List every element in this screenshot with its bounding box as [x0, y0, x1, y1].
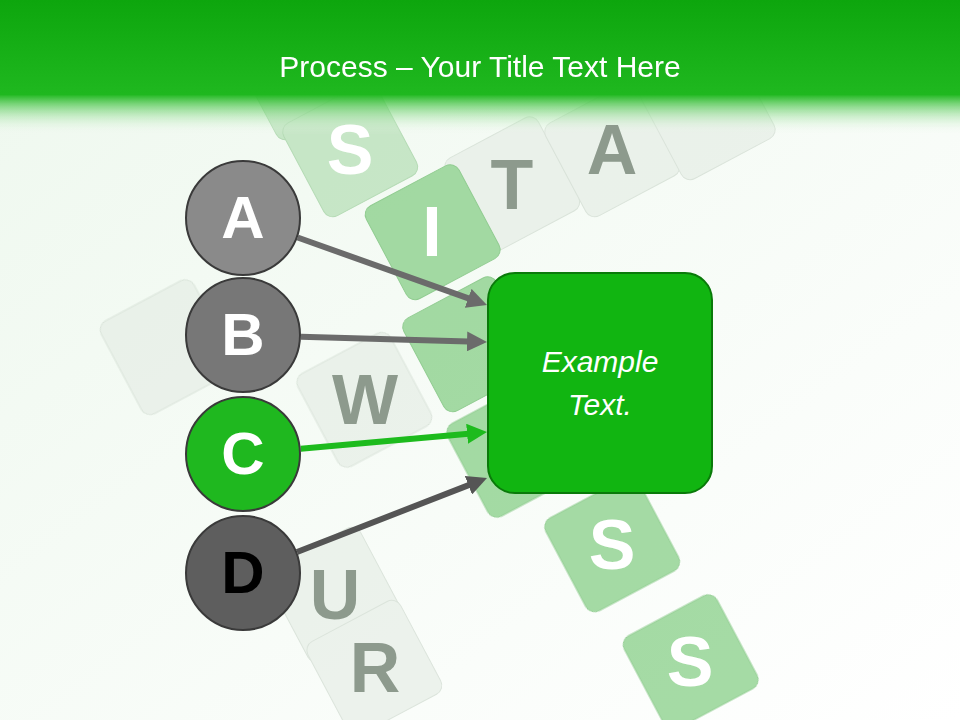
- step-arrow: [298, 237, 487, 305]
- cube-letter: T: [491, 150, 534, 220]
- cube-letter: S: [327, 115, 374, 185]
- cube-letter: I: [422, 197, 441, 267]
- step-arrow: [297, 478, 487, 552]
- step-letter: D: [221, 543, 264, 603]
- step-arrow: [301, 337, 487, 342]
- cube-letter: U: [310, 560, 361, 630]
- letter-circle: A: [185, 160, 301, 276]
- slide-title: Process – Your Title Text Here: [0, 50, 960, 84]
- step-letter: B: [221, 305, 264, 365]
- cube-letter: A: [587, 115, 638, 185]
- cube-letter: S: [667, 627, 714, 697]
- cube-letter: R: [350, 633, 401, 703]
- step-letter: A: [221, 188, 264, 248]
- process-box: Example Text.: [487, 272, 713, 494]
- box-text: Example Text.: [530, 340, 670, 427]
- cube: [541, 473, 683, 615]
- letter-circle: B: [185, 277, 301, 393]
- cube-letter: S: [589, 510, 636, 580]
- header-band: [0, 0, 960, 135]
- cube: [620, 591, 762, 720]
- letter-circle: D: [185, 515, 301, 631]
- step-letter: C: [221, 424, 264, 484]
- cube-letter: W: [332, 365, 398, 435]
- letter-circle: C: [185, 396, 301, 512]
